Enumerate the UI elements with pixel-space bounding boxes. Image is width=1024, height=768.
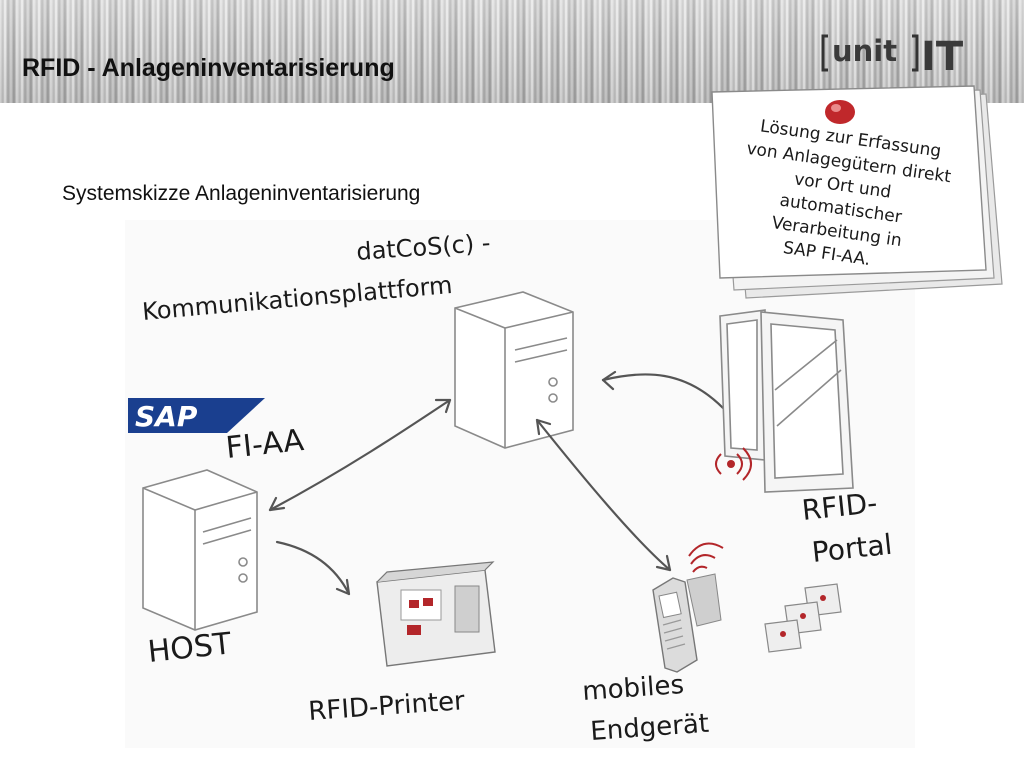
connector-arrows	[268, 370, 725, 596]
arrow-host-printer	[275, 540, 351, 596]
rfid-printer-icon	[376, 561, 496, 667]
sap-logo-text: SAP	[135, 400, 198, 433]
portal-label-line1: RFID-	[800, 486, 879, 527]
unit-it-logo: unit IT	[821, 34, 964, 76]
sap-logo: SAP	[128, 398, 265, 433]
mobile-label-line2: Endgerät	[589, 709, 710, 747]
arrow-platform-mobile	[535, 418, 672, 572]
pin-icon	[825, 100, 855, 124]
header-band	[0, 0, 1024, 103]
mobile-label-line1: mobiles	[581, 670, 685, 707]
platform-server-icon	[454, 291, 574, 449]
platform-label-line1: datCoS(c) -	[355, 229, 491, 266]
mobile-device-icon	[652, 542, 724, 673]
printer-label: RFID-Printer	[307, 686, 466, 727]
diagram-subtitle: Systemskizze Anlageninventarisierung	[62, 182, 421, 205]
platform-label-line2: Kommunikationsplattform	[141, 271, 453, 326]
arrow-host-platform	[268, 398, 452, 512]
header-shade	[0, 0, 1024, 103]
logo-it-text: IT	[921, 34, 964, 76]
host-label: HOST	[146, 626, 233, 670]
rfid-tags-icon	[764, 583, 842, 653]
page-title: RFID - Anlageninventarisierung	[22, 54, 395, 82]
rfid-portal-icon	[719, 309, 854, 493]
portal-label-line2: Portal	[810, 528, 893, 569]
fi-aa-label: FI-AA	[224, 423, 306, 466]
pinned-note: Lösung zur Erfassung von Anlagegütern di…	[711, 85, 1003, 299]
host-server-icon	[142, 469, 258, 631]
rfid-waves-icon	[715, 447, 752, 481]
arrow-portal-platform	[601, 373, 725, 410]
logo-unit-text: unit	[832, 34, 897, 68]
system-sketch: datCoS(c) - Kommunikationsplattform SAP …	[125, 220, 915, 748]
